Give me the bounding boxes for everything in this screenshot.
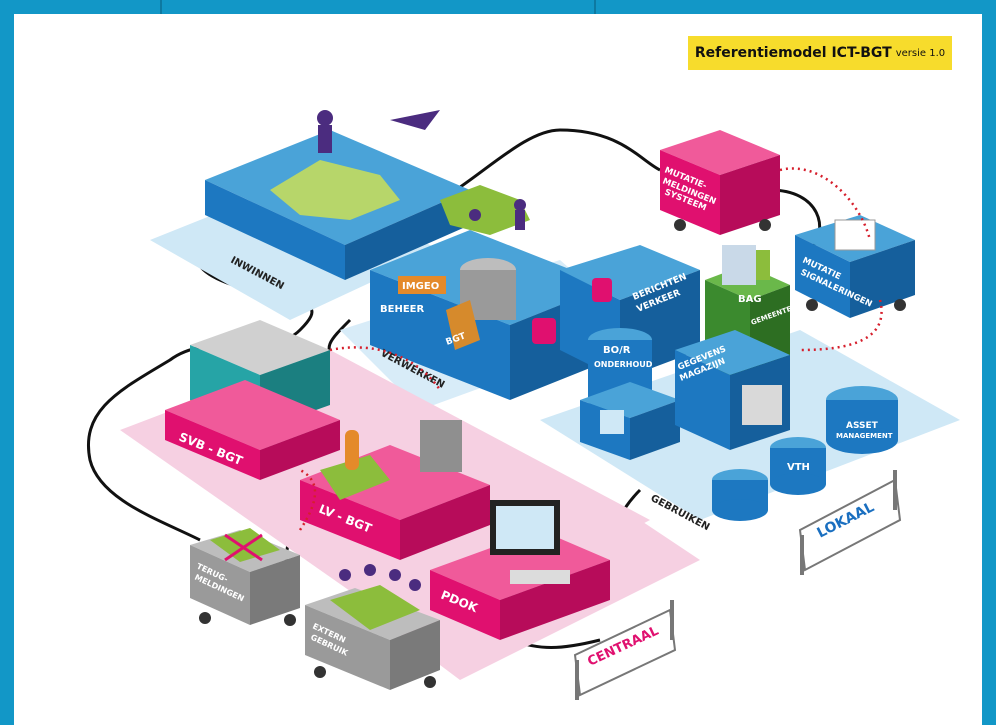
frame-border-left <box>0 0 14 725</box>
terugmeldingen-block <box>190 528 300 626</box>
bag-label: BAG <box>738 294 762 305</box>
gegevensmagazijn-block <box>675 330 790 450</box>
asset-label-2: MANAGEMENT <box>836 432 893 440</box>
frame-border-right <box>982 0 996 725</box>
imgeo-label: IMGEO <box>402 281 439 292</box>
flow-arrows <box>298 167 883 531</box>
frame-border-top <box>0 0 996 14</box>
version-text: versie 1.0 <box>895 47 946 59</box>
vth-block <box>770 437 826 495</box>
lokaal-sign <box>798 470 902 575</box>
vth-label: VTH <box>787 462 810 473</box>
title-badge: Referentiemodel ICT-BGT versie 1.0 <box>688 36 952 70</box>
bor-label-1: BO/R <box>603 345 631 356</box>
title-text: Referentiemodel ICT-BGT <box>694 45 892 61</box>
lv-bgt-block <box>300 420 490 560</box>
centraal-sign <box>573 600 677 700</box>
inwinnen-block <box>205 110 470 280</box>
extern-gebruik-block <box>305 564 440 690</box>
imgeo-tag <box>398 276 446 294</box>
bgt-tag <box>446 300 480 350</box>
asset-management-block <box>826 386 898 454</box>
beheer-label: BEHEER <box>380 304 424 315</box>
mutatiemeldingensysteem-block <box>660 130 780 235</box>
bor-label-2: ONDERHOUD <box>594 360 653 369</box>
mutatiesignaleringen-block <box>795 215 915 318</box>
asset-label-1: ASSET <box>846 421 879 431</box>
svb-bgt-block <box>165 320 340 480</box>
bor-onderhoud-block <box>580 328 680 460</box>
flower-cylinder <box>712 469 768 521</box>
pdok-block <box>430 500 610 640</box>
